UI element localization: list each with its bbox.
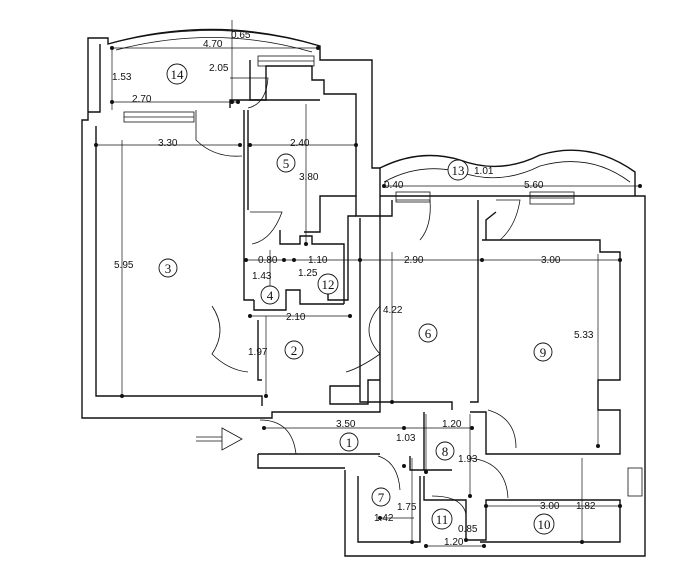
dim-1-53: 1.53 [112, 72, 132, 83]
dim-1-75: 1.75 [397, 502, 417, 513]
dim-0-85: 0.85 [458, 524, 478, 535]
room-label-8: 8 [435, 441, 455, 461]
dim-5-33: 5.33 [574, 330, 594, 341]
dim-2-40: 2.40 [290, 138, 310, 149]
room-label-11: 11 [431, 508, 453, 530]
dimension-labels: 4.70 0.65 2.05 1.53 2.70 3.30 2.40 3.80 … [112, 30, 596, 548]
svg-text:11: 11 [436, 512, 449, 527]
dim-1-20-top: 1.20 [442, 419, 462, 430]
dim-0-40: 0.40 [384, 180, 404, 191]
svg-text:2: 2 [291, 343, 298, 358]
dim-3-00-top: 3.00 [541, 255, 561, 266]
dim-4-70: 4.70 [203, 39, 223, 50]
dim-4-22: 4.22 [383, 305, 403, 316]
dim-2-70: 2.70 [132, 94, 152, 105]
svg-text:12: 12 [322, 277, 335, 292]
dim-2-90: 2.90 [404, 255, 424, 266]
svg-text:6: 6 [425, 326, 432, 341]
room-label-6: 6 [418, 323, 438, 343]
dim-0-65: 0.65 [231, 30, 251, 41]
dim-0-80: 0.80 [258, 255, 278, 266]
room-label-9: 9 [533, 342, 553, 362]
room-label-2: 2 [284, 340, 304, 360]
svg-text:14: 14 [171, 67, 185, 82]
dim-2-05: 2.05 [209, 63, 229, 74]
dim-1-82: 1.82 [576, 501, 596, 512]
room-label-1: 1 [339, 432, 359, 452]
inner-walls [229, 60, 621, 543]
dim-1-43: 1.43 [252, 271, 272, 282]
dim-1-10: 1.10 [308, 255, 328, 266]
dim-1-01: 1.01 [474, 166, 494, 177]
room-label-5: 5 [276, 153, 296, 173]
dim-1-25: 1.25 [298, 268, 318, 279]
room-label-12: 12 [317, 273, 339, 295]
room-labels: 1 2 3 4 5 6 7 8 9 10 11 12 13 14 [158, 63, 555, 535]
dim-1-03: 1.03 [396, 433, 416, 444]
dim-5-60: 5.60 [524, 180, 544, 191]
svg-text:9: 9 [540, 345, 547, 360]
dim-3-50: 3.50 [336, 419, 356, 430]
svg-text:7: 7 [378, 490, 385, 505]
svg-text:10: 10 [538, 517, 551, 532]
windows [123, 55, 575, 205]
dimension-lines [96, 20, 640, 547]
dim-3-30: 3.30 [158, 138, 178, 149]
dim-3-80: 3.80 [299, 172, 319, 183]
room-label-13: 13 [447, 159, 469, 181]
room-label-14: 14 [166, 63, 188, 85]
room-label-4: 4 [260, 285, 280, 305]
dim-1-20-bot: 1.20 [444, 537, 464, 548]
room-label-10: 10 [533, 513, 555, 535]
outer-walls [81, 28, 646, 557]
dim-1-93: 1.93 [458, 454, 478, 465]
svg-text:1: 1 [346, 435, 353, 450]
dim-1-97: 1.97 [248, 347, 268, 358]
dim-2-10: 2.10 [286, 312, 306, 323]
svg-text:8: 8 [442, 444, 449, 459]
room-label-7: 7 [371, 487, 391, 507]
dim-3-00-bot: 3.00 [540, 501, 560, 512]
dim-1-42: 1.42 [374, 513, 394, 524]
svg-text:5: 5 [283, 156, 290, 171]
dimension-dots [94, 46, 642, 548]
room-label-3: 3 [158, 258, 178, 278]
svg-text:13: 13 [452, 163, 465, 178]
arrow-right-icon [196, 427, 243, 451]
dim-5-95: 5.95 [114, 260, 134, 271]
svg-text:3: 3 [165, 261, 172, 276]
svg-text:4: 4 [267, 288, 274, 303]
